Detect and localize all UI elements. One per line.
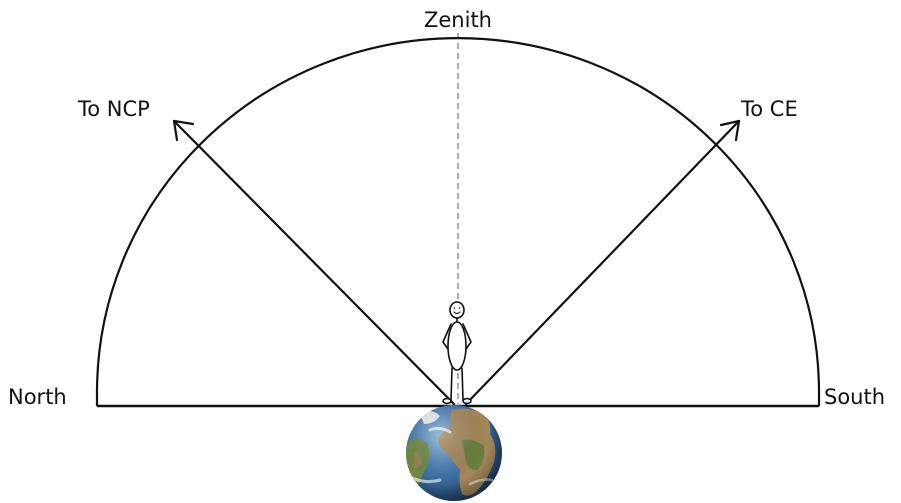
north-label: North <box>8 385 67 409</box>
zenith-label: Zenith <box>424 8 492 32</box>
ce-arrow <box>466 121 739 404</box>
ce-label: To CE <box>740 97 798 121</box>
ncp-label: To NCP <box>77 97 150 121</box>
south-label: South <box>824 385 885 409</box>
ncp-arrow <box>174 121 454 404</box>
earth-globe-icon <box>406 405 503 501</box>
observer-figure <box>443 302 471 403</box>
